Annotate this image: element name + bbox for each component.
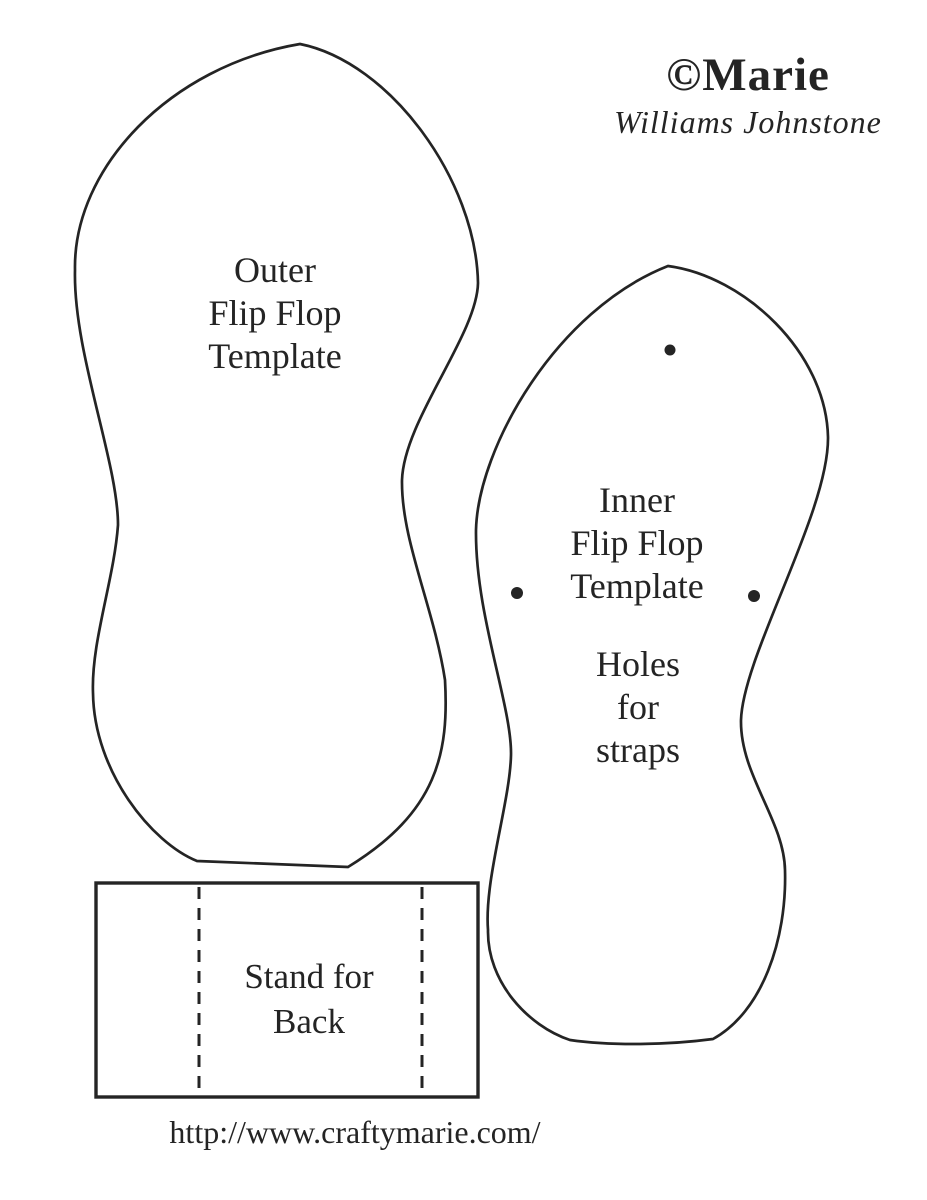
strap-hole-toe-dot — [664, 344, 676, 356]
inner-label-line-2: Flip Flop — [570, 523, 704, 563]
inner-template-label: Inner Flip Flop Template — [487, 479, 787, 608]
holes-note-line-3: straps — [596, 730, 680, 770]
inner-label-line-1: Inner — [599, 480, 675, 520]
copyright-signature: Williams Johnstone — [614, 104, 882, 140]
copyright-block: ©Marie Williams Johnstone — [590, 52, 906, 141]
outer-label-line-1: Outer — [234, 250, 316, 290]
copyright-name: ©Marie — [666, 49, 830, 101]
holes-for-straps-note: Holes for straps — [488, 643, 788, 772]
strap-hole-right-dot — [748, 590, 760, 602]
holes-note-line-2: for — [617, 687, 659, 727]
inner-label-line-3: Template — [570, 566, 704, 606]
outer-flipflop-outline — [73, 42, 480, 869]
outer-template-label: Outer Flip Flop Template — [125, 249, 425, 378]
stand-rectangle — [94, 881, 480, 1099]
strap-hole-left-dot — [511, 587, 523, 599]
website-url: http://www.craftymarie.com/ — [169, 1114, 541, 1150]
holes-note-line-1: Holes — [596, 644, 680, 684]
stand-label-line-1: Stand for — [244, 957, 374, 996]
outer-label-line-3: Template — [208, 336, 342, 376]
outer-label-line-2: Flip Flop — [208, 293, 342, 333]
stand-label-line-2: Back — [273, 1002, 345, 1041]
inner-flipflop-outline — [474, 264, 830, 1046]
stand-for-back-label: Stand for Back — [159, 954, 459, 1044]
